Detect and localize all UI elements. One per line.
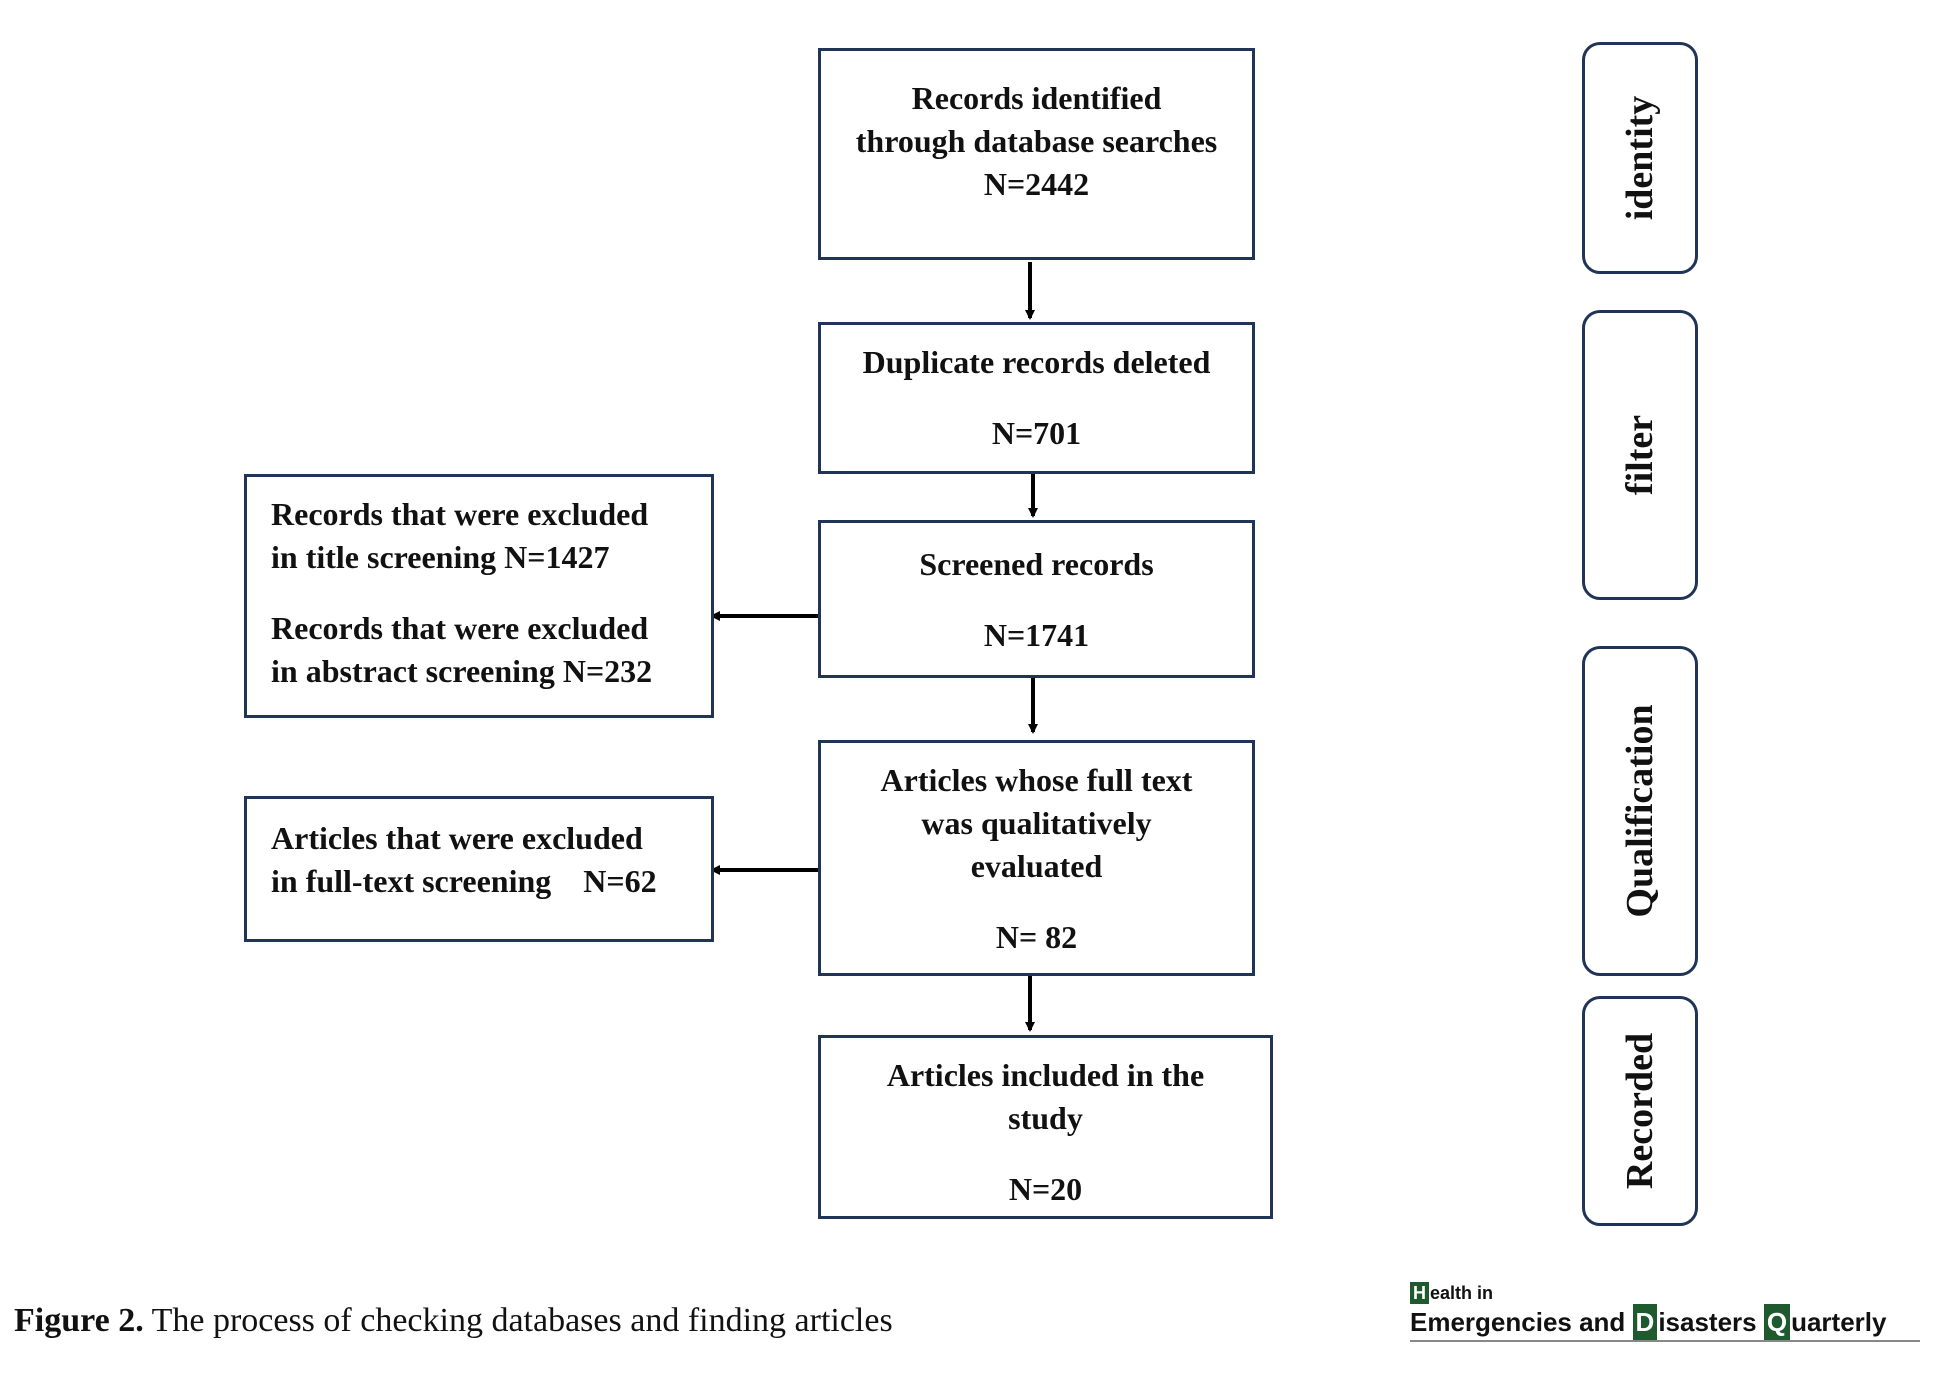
stage-label: Qualification: [1619, 704, 1661, 918]
box-screened-records: Screened records N=1741: [818, 520, 1255, 678]
stage-label: identity: [1619, 95, 1661, 221]
figure-caption: Figure 2. The process of checking databa…: [14, 1302, 893, 1340]
box-text: in full-text screening N=62: [271, 863, 657, 899]
logo-text: uarterly: [1791, 1307, 1887, 1337]
logo-text: Emergencies and: [1410, 1307, 1633, 1337]
stage-identity: identity: [1582, 42, 1698, 274]
box-text: N= 82: [995, 919, 1078, 955]
logo-initial-q: Q: [1763, 1304, 1791, 1340]
logo-initial-d: D: [1632, 1304, 1658, 1340]
box-text: study: [1008, 1100, 1083, 1136]
logo-initial-h: H: [1410, 1282, 1429, 1304]
box-text: through database searches: [855, 123, 1218, 159]
box-text: Duplicate records deleted: [862, 344, 1211, 380]
logo-text: ealth in: [1430, 1283, 1494, 1303]
caption-label: Figure 2.: [14, 1302, 144, 1339]
box-text: Articles whose full text: [880, 762, 1193, 798]
box-text: in abstract screening N=232: [271, 653, 653, 689]
box-duplicates-deleted: Duplicate records deleted N=701: [818, 322, 1255, 474]
box-text: Articles included in the: [886, 1057, 1205, 1093]
box-fulltext-evaluated: Articles whose full text was qualitative…: [818, 740, 1255, 976]
box-text: Screened records: [919, 546, 1154, 582]
box-text: Records identified: [911, 80, 1162, 116]
box-text: was qualitatively: [921, 805, 1152, 841]
box-text: N=2442: [983, 166, 1090, 202]
box-excluded-fulltext: Articles that were excluded in full-text…: [244, 796, 714, 942]
box-articles-included: Articles included in the study N=20: [818, 1035, 1273, 1219]
box-text: Records that were excluded: [271, 496, 649, 532]
box-text: Records that were excluded: [271, 610, 649, 646]
logo-text: isasters: [1658, 1307, 1764, 1337]
box-excluded-screening: Records that were excluded in title scre…: [244, 474, 714, 718]
stage-recorded: Recorded: [1582, 996, 1698, 1226]
stage-label: filter: [1619, 414, 1661, 496]
box-text: Articles that were excluded: [271, 820, 643, 856]
stage-filter: filter: [1582, 310, 1698, 600]
stage-qualification: Qualification: [1582, 646, 1698, 976]
box-text: N=1741: [983, 617, 1090, 653]
box-text: N=701: [991, 415, 1082, 451]
box-records-identified: Records identified through database sear…: [818, 48, 1255, 260]
caption-text: The process of checking databases and fi…: [143, 1302, 893, 1339]
stage-label: Recorded: [1619, 1032, 1661, 1190]
box-text: in title screening N=1427: [271, 539, 610, 575]
box-text: evaluated: [970, 848, 1103, 884]
box-text: N=20: [1008, 1171, 1083, 1207]
